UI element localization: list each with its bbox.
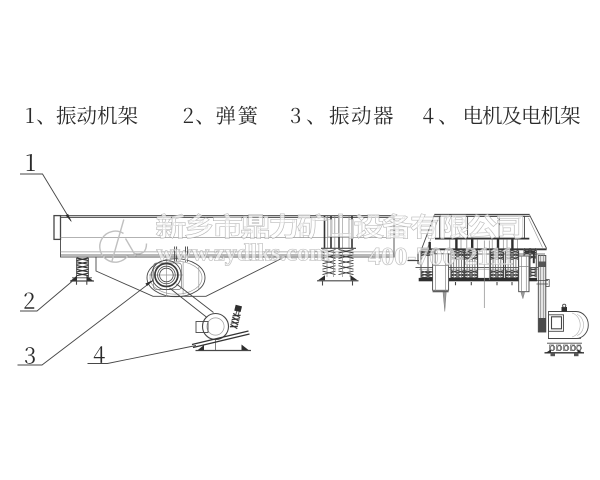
svg-text:www.zydlks.com: www.zydlks.com: [157, 240, 330, 267]
svg-text:400-700-2111: 400-700-2111: [368, 241, 514, 270]
